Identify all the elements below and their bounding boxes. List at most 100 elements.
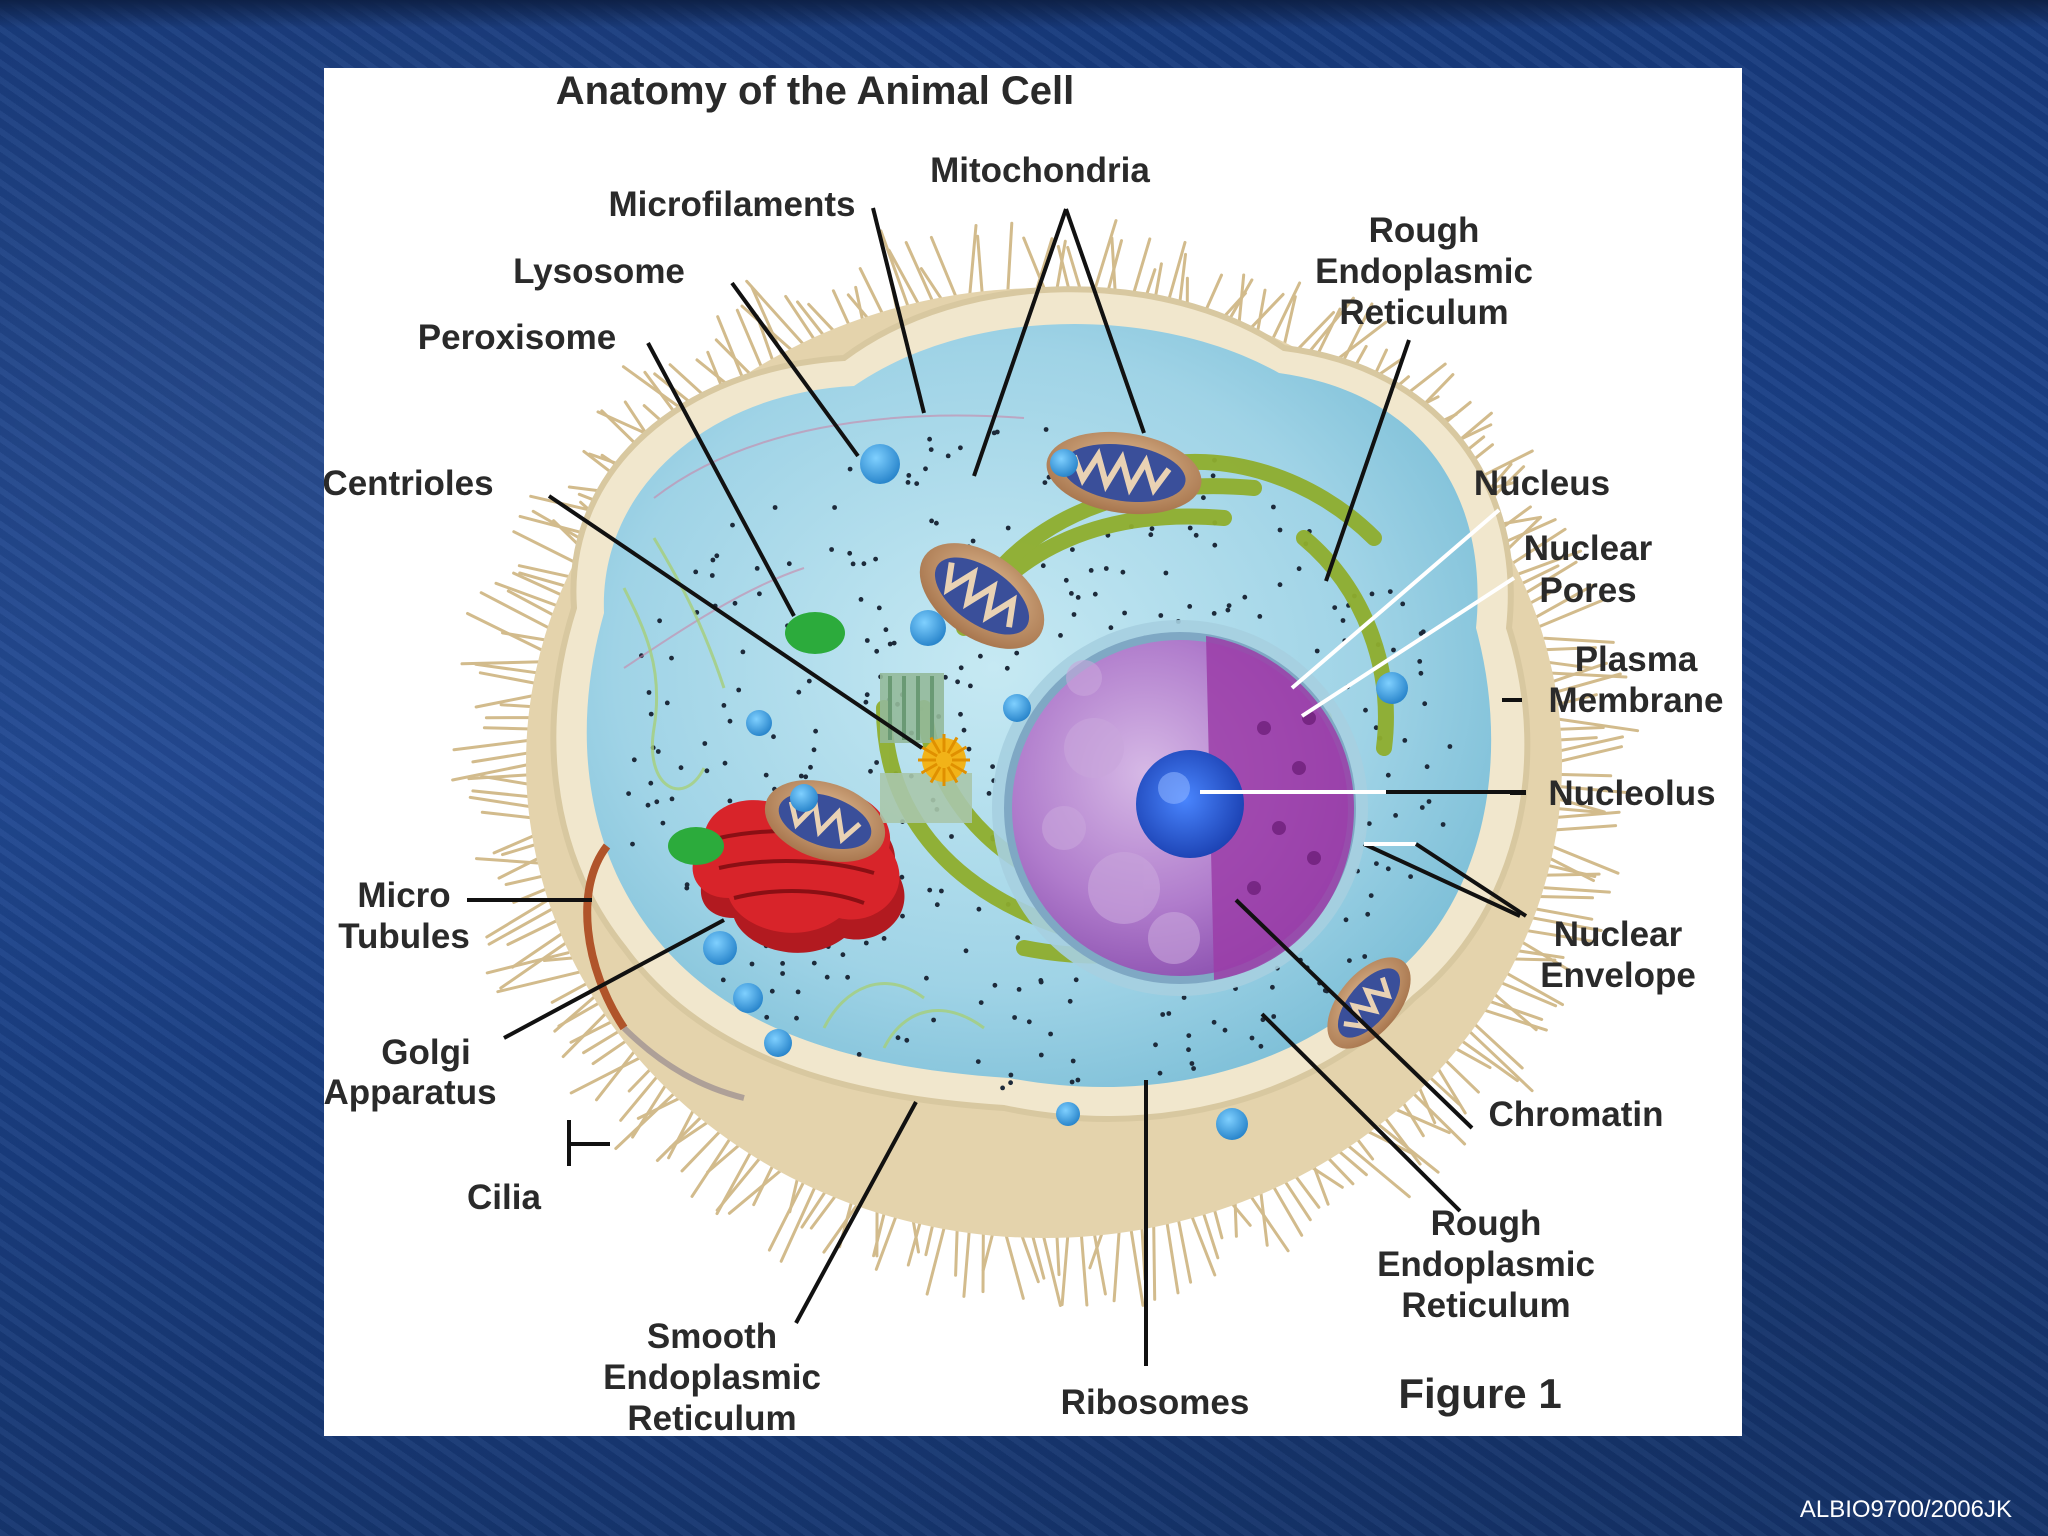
ribosome-dot	[1016, 987, 1022, 992]
ribosome-dot	[1242, 594, 1248, 600]
ribosome-dot	[1148, 532, 1154, 538]
cilium	[690, 1138, 731, 1198]
cilium	[1509, 549, 1583, 579]
ribosome-dot	[891, 640, 897, 646]
ribosome-dot	[626, 791, 631, 796]
lysosomes	[703, 444, 1408, 1140]
ribosome-dot	[1071, 612, 1077, 617]
cilium	[1554, 735, 1624, 754]
ribosome-dot	[876, 605, 882, 611]
cilium	[1060, 1225, 1070, 1307]
ribosome-dot	[975, 1059, 981, 1064]
ribosome-dot	[856, 1052, 862, 1057]
ribosome-dot	[1210, 473, 1216, 479]
ribosome-dot	[1160, 1012, 1166, 1017]
cilium	[904, 241, 934, 303]
label-nuclear-envelope-2: Envelope	[1540, 956, 1696, 995]
ribosome-dot	[1373, 725, 1379, 731]
ribosome-dot	[1067, 998, 1073, 1004]
mitochondrion	[1327, 957, 1411, 1049]
ribosome-dot	[630, 841, 635, 847]
cilium	[1543, 636, 1615, 644]
label-rough-er-bottom-3: Reticulum	[1401, 1286, 1570, 1325]
cilium	[714, 338, 754, 378]
ribosome-dot	[764, 1014, 770, 1020]
figure-label: Figure 1	[1398, 1370, 1561, 1417]
peroxisome	[668, 827, 724, 865]
cilium	[745, 279, 807, 348]
label-golgi-1: Golgi	[381, 1033, 470, 1072]
ribosome-dot	[811, 747, 817, 753]
cilium	[1496, 967, 1564, 1007]
ribosome-dot	[646, 690, 652, 695]
cilium	[631, 1083, 668, 1139]
ribosome-dot	[1314, 648, 1320, 654]
cilium	[451, 761, 538, 782]
ribosome-dot	[931, 1017, 936, 1023]
ribosome-dot	[1400, 601, 1406, 607]
ribosome-dot	[899, 874, 905, 880]
ribosome-dot	[704, 768, 710, 774]
ribosome-dot	[1069, 1079, 1075, 1085]
ribosome-dot	[1271, 504, 1276, 510]
ribosome-dot	[648, 711, 654, 717]
nuclear-envelope-leader	[1414, 842, 1528, 918]
ribosome-dot	[1000, 1085, 1005, 1091]
cilium	[735, 308, 765, 372]
ribosome-dot	[727, 798, 733, 804]
label-rough-er-top-1: Rough	[1369, 211, 1480, 250]
ribosome-dot	[873, 556, 878, 562]
ribosome-dot	[847, 550, 853, 556]
ribosome-dot	[864, 638, 870, 643]
ribosome-dot	[808, 764, 813, 770]
label-nucleolus: Nucleolus	[1548, 774, 1715, 813]
ribosome-dot	[1347, 958, 1352, 963]
ribosome-dot	[803, 774, 809, 780]
ribosome-dot	[763, 772, 769, 778]
ribosome-dot	[732, 600, 738, 606]
ribosome-dot	[1040, 563, 1046, 569]
animal-cell-diagram: Anatomy of the Animal Cell	[324, 69, 1724, 1436]
ribosome-dot	[883, 627, 889, 633]
ribosome-dot	[1368, 893, 1374, 898]
label-nuclear-pores-2: Pores	[1539, 571, 1636, 610]
ribosome-dot	[900, 913, 905, 919]
cilium	[1501, 982, 1558, 1008]
cilium	[1458, 1038, 1519, 1083]
cilium	[1531, 907, 1594, 921]
ribosome-dot	[1277, 582, 1283, 588]
ribosome-dot	[1211, 611, 1217, 616]
ribosome-dot	[961, 727, 967, 733]
ribosome-dot	[1249, 1035, 1255, 1041]
ribosome-dot	[1191, 1066, 1196, 1071]
ribosome-dot	[1271, 1014, 1277, 1019]
ribosome-dot	[1365, 911, 1371, 917]
ribosome-dot	[1026, 1019, 1032, 1025]
label-smooth-er-2: Endoplasmic	[603, 1358, 821, 1397]
ribosome-dot	[1186, 1047, 1191, 1053]
label-rough-er-top-3: Reticulum	[1339, 293, 1508, 332]
cilium	[727, 1166, 786, 1215]
cilium	[1164, 1213, 1180, 1295]
ribosome-dot	[1422, 701, 1428, 707]
ribosome-dot	[736, 687, 742, 693]
cilium	[1056, 244, 1071, 292]
ribosome-dot	[863, 940, 869, 946]
ribosome-dot	[1166, 1011, 1172, 1016]
ribosome-dot	[1277, 527, 1283, 533]
ribosome-dot	[963, 948, 969, 954]
leader-lines-inner	[1200, 508, 1516, 846]
cilium	[474, 693, 538, 709]
ribosome-dot	[978, 653, 983, 659]
ribosome-dot	[945, 453, 951, 459]
slide-top-band	[0, 0, 2048, 28]
ribosome-dot	[1226, 603, 1232, 608]
cilium	[1030, 1230, 1046, 1280]
cilium	[1166, 240, 1187, 305]
ribosome-dot	[1073, 977, 1079, 983]
cilium	[512, 571, 568, 599]
ribosome-dot	[955, 679, 960, 685]
ribosome-dot	[992, 982, 998, 988]
cilium	[1190, 1215, 1217, 1277]
ribosome-dot	[906, 473, 912, 478]
